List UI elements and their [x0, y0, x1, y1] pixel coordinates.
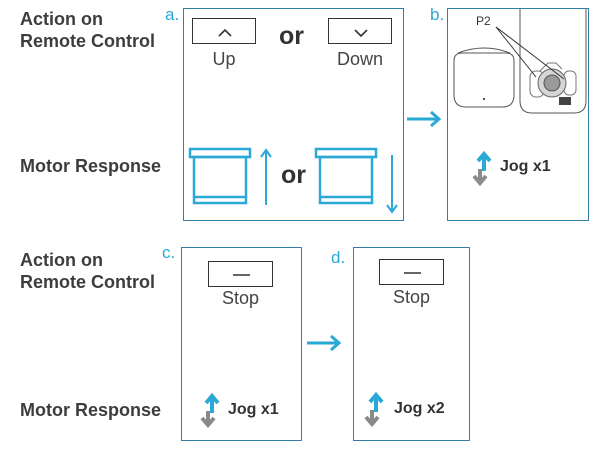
down-label: Down — [336, 49, 384, 69]
jog-label-d: Jog x2 — [394, 400, 445, 417]
right-arrow-icon — [407, 110, 442, 128]
step-d-letter: d. — [331, 248, 346, 267]
roller-shade-down-icon — [314, 147, 398, 214]
p2-callout: P2 — [476, 14, 491, 28]
or-text-top: or — [279, 22, 304, 50]
action-label-bottom: Action on Remote Control — [20, 250, 155, 292]
stop-label-d: Stop — [392, 287, 431, 307]
panel-c: Stop Jog x1 — [181, 247, 302, 441]
panel-d: Stop Jog x2 — [353, 247, 470, 441]
stop-dash-icon — [233, 274, 250, 276]
panel-b: P2 Jog x1 — [447, 8, 589, 221]
right-arrow-icon — [307, 334, 342, 352]
up-label: Up — [212, 49, 236, 69]
stop-button-c[interactable] — [208, 261, 273, 287]
step-a-letter: a. — [165, 5, 180, 24]
jog-label-b: Jog x1 — [500, 158, 551, 175]
motor-label-bottom: Motor Response — [20, 400, 162, 420]
stop-dash-icon — [404, 272, 421, 274]
up-button[interactable] — [192, 18, 256, 44]
stop-label-c: Stop — [221, 288, 260, 308]
jog-arrows-icon — [364, 391, 384, 428]
chevron-up-icon — [218, 28, 232, 37]
jog-arrows-icon — [200, 392, 220, 429]
step-b-letter: b. — [430, 5, 445, 24]
or-text-bottom: or — [281, 161, 306, 189]
step-c-letter: c. — [162, 243, 176, 262]
down-button[interactable] — [328, 18, 392, 44]
jog-arrows-icon — [472, 150, 492, 187]
roller-shade-up-icon — [188, 147, 272, 205]
chevron-down-icon — [354, 29, 368, 38]
jog-label-c: Jog x1 — [228, 401, 279, 418]
motor-label-top: Motor Response — [20, 156, 162, 176]
motor-head-diagram — [453, 9, 587, 114]
stop-button-d[interactable] — [379, 259, 444, 285]
panel-a: Up or Down or — [183, 8, 404, 221]
action-label-top: Action on Remote Control — [20, 9, 155, 51]
